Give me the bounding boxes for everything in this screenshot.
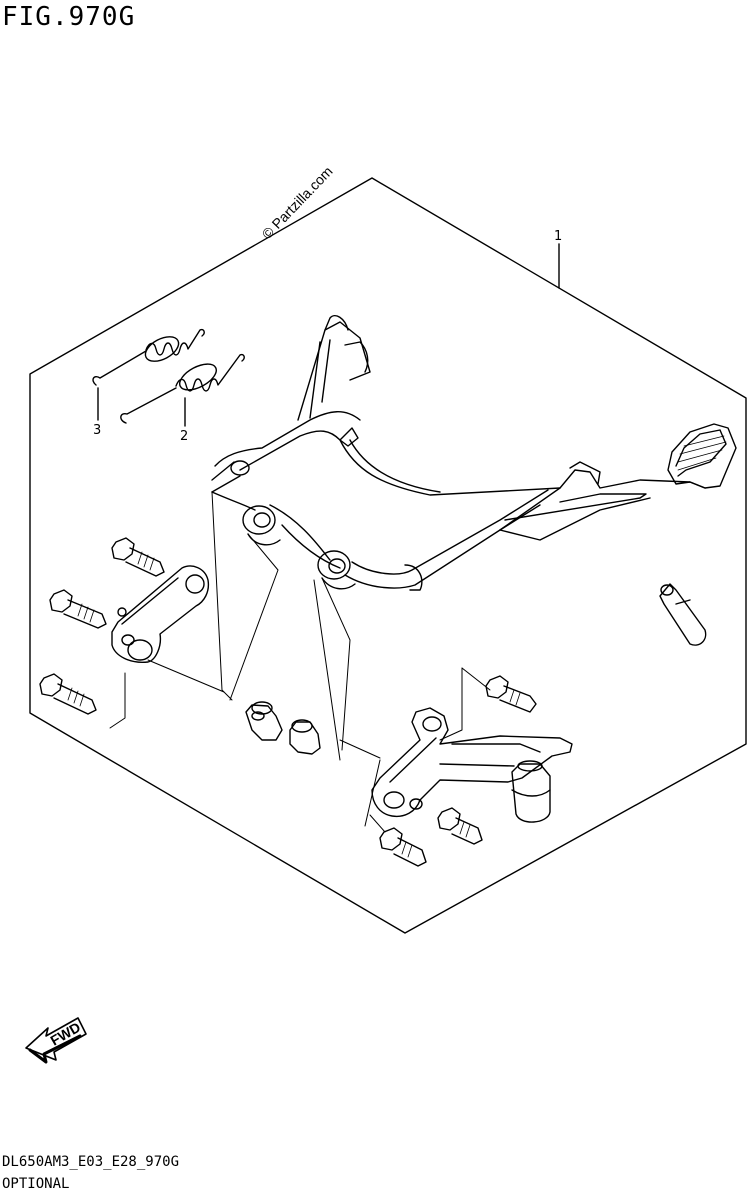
stand-bracket-left — [111, 565, 210, 663]
bushing-left — [245, 701, 283, 741]
bolt-left-top — [111, 537, 165, 577]
stand-bracket-right — [371, 707, 573, 818]
spring-2 — [120, 353, 245, 424]
callout-3-label: 3 — [93, 423, 101, 438]
bolt-left-middle — [49, 589, 107, 629]
callout-1-label: 1 — [554, 229, 562, 244]
foot-peg-cap — [659, 583, 707, 646]
bushing-right — [289, 719, 321, 755]
rubber-stopper — [511, 760, 551, 823]
bolt-left-bottom — [39, 673, 97, 715]
watermark-text: © Partzilla.com — [259, 163, 336, 242]
bolt-right-middle — [437, 807, 483, 845]
bolt-right-bottom — [379, 827, 427, 867]
figure-code: DL650AM3_E03_E28_970G — [2, 1154, 180, 1170]
spring-3 — [92, 328, 205, 386]
bolt-right-top — [485, 675, 537, 713]
fwd-arrow-icon — [25, 1017, 87, 1064]
center-stand-frame — [211, 314, 737, 591]
callout-2-label: 2 — [180, 429, 188, 444]
figure-label: OPTIONAL — [2, 1176, 70, 1192]
assembly-leader-lines — [109, 491, 491, 833]
figure-title: FIG.970G — [2, 2, 136, 32]
assembly-frame — [29, 177, 747, 934]
